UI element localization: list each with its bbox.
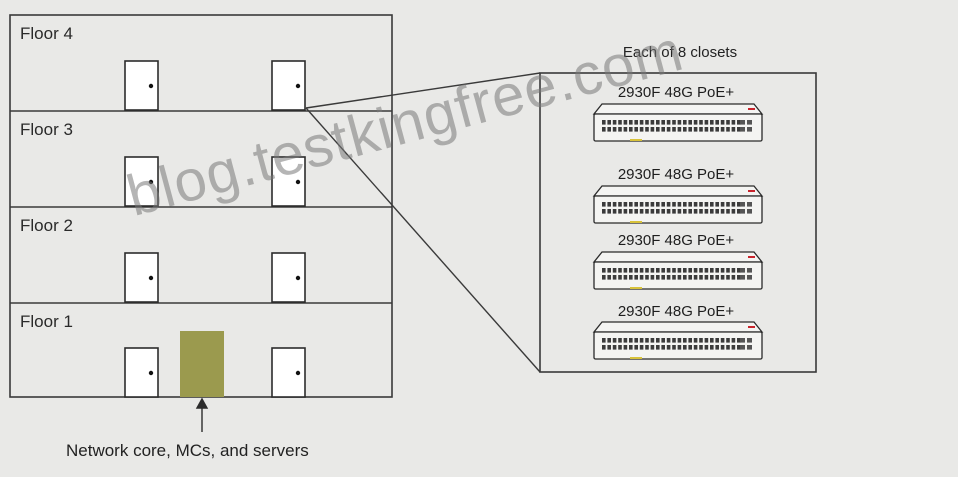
floor-label-1: Floor 1	[20, 312, 73, 331]
closet-door	[124, 252, 159, 303]
core-arrow	[195, 397, 209, 432]
switch-label: 2930F 48G PoE+	[617, 303, 735, 320]
switch-chassis	[592, 185, 764, 224]
switch-stack	[592, 103, 764, 360]
closet-door	[124, 60, 159, 111]
closet-door	[271, 347, 306, 398]
switch-chassis	[592, 103, 764, 142]
closet-detail-box	[539, 72, 817, 373]
network-core-label: Network core, MCs, and servers	[66, 441, 309, 460]
closet-door	[271, 252, 306, 303]
closet-door	[124, 156, 159, 207]
closet-detail-title: Each of 8 closets	[622, 44, 738, 61]
closet-door	[124, 347, 159, 398]
floor-label-2: Floor 2	[20, 216, 73, 235]
switch-label: 2930F 48G PoE+	[617, 84, 735, 101]
floor-label-4: Floor 4	[20, 24, 73, 43]
floor-label-3: Floor 3	[20, 120, 73, 139]
closet-door	[271, 156, 306, 207]
network-core-block	[180, 331, 224, 397]
doors	[124, 60, 306, 398]
switch-chassis	[592, 251, 764, 290]
closet-door	[271, 60, 306, 111]
switch-label: 2930F 48G PoE+	[617, 166, 735, 183]
switch-chassis	[592, 321, 764, 360]
switch-label: 2930F 48G PoE+	[617, 232, 735, 249]
zoom-lines	[305, 72, 541, 373]
